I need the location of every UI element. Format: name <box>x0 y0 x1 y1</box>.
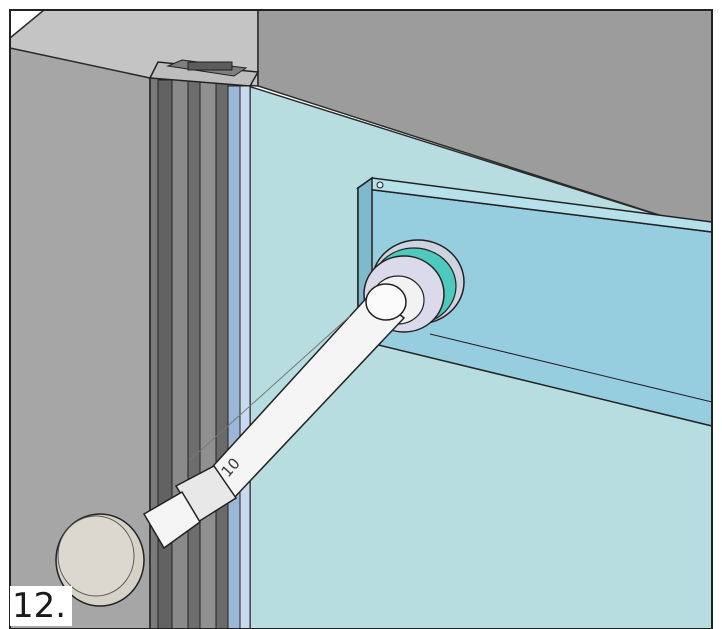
cover-cap <box>55 513 145 607</box>
diagram-border <box>9 9 713 629</box>
wrench: 10 <box>142 283 407 550</box>
step-number-label: 12. <box>10 586 73 626</box>
